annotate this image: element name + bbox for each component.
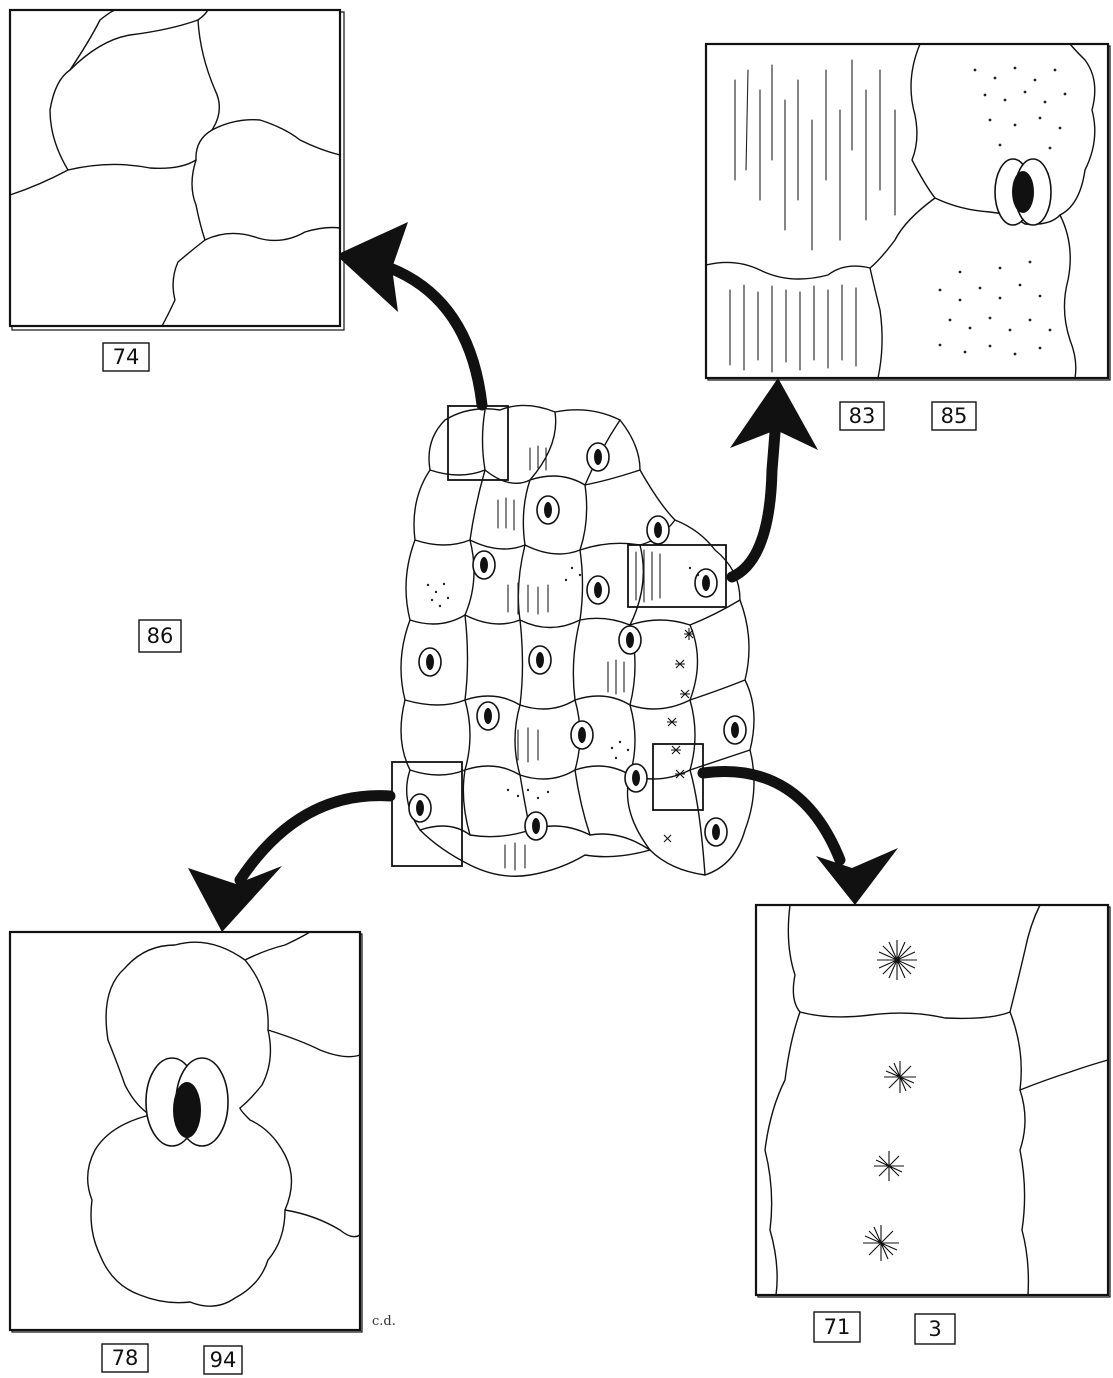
svg-text:94: 94	[210, 1348, 237, 1372]
svg-text:86: 86	[147, 624, 174, 648]
label-86: 86	[138, 619, 182, 653]
svg-text:74: 74	[113, 345, 140, 369]
striation-lines	[729, 59, 896, 373]
arrow-to-epidermis-panel	[336, 222, 488, 411]
crystal-druse-4	[863, 1225, 899, 1261]
epidermis-fragment	[391, 404, 755, 877]
panel-crystals	[754, 903, 1111, 1298]
crystal-druse-3	[874, 1151, 904, 1181]
stoma-large-bottom	[145, 1057, 229, 1147]
panel-epidermis	[8, 8, 345, 331]
arrow-to-stomata-panel	[188, 790, 396, 932]
zoom-box-epidermis	[447, 405, 509, 481]
zoom-box-crystal	[652, 743, 704, 811]
dot-texture	[938, 66, 1067, 356]
svg-text:83: 83	[849, 404, 876, 428]
arrow-to-crystal-panel	[697, 766, 898, 905]
panel-striation-stomata	[704, 42, 1111, 381]
label-74: 74	[102, 342, 150, 372]
svg-text:85: 85	[941, 404, 968, 428]
signature: c.d.	[372, 1314, 396, 1329]
svg-text:78: 78	[112, 1346, 139, 1370]
dotted-cell-group	[426, 566, 700, 800]
striation-group	[497, 445, 661, 871]
zoom-box-stomata	[391, 761, 463, 867]
svg-text:3: 3	[928, 1317, 941, 1341]
crystal-druse-1	[877, 940, 917, 980]
crystal-group	[663, 628, 694, 843]
panel-stomata	[8, 930, 363, 1333]
arrow-to-striation-panel	[726, 378, 818, 583]
label-71: 71	[813, 1311, 861, 1343]
label-78: 78	[101, 1343, 149, 1373]
label-94: 94	[203, 1345, 243, 1375]
zoom-box-striation	[627, 544, 727, 608]
svg-text:71: 71	[824, 1315, 851, 1339]
stoma-large-top	[994, 158, 1052, 226]
label-3: 3	[914, 1313, 956, 1345]
crystal-druse-2	[884, 1061, 916, 1093]
stomata-group	[408, 442, 747, 847]
label-85: 85	[931, 401, 977, 431]
label-83: 83	[839, 401, 885, 431]
